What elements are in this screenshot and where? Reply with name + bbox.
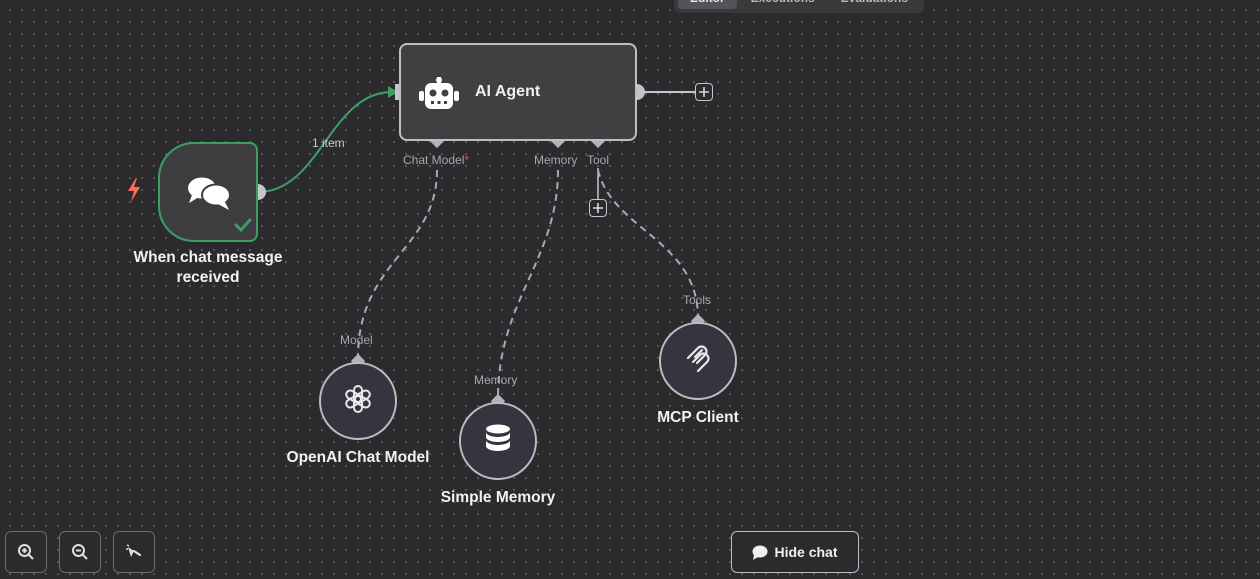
port-label-tool: Tool (587, 153, 610, 167)
mcp-client-node[interactable] (659, 322, 737, 400)
chat-model-label: Chat Model (403, 153, 465, 167)
memory-connection[interactable] (497, 169, 559, 399)
chat-bubbles-icon (187, 175, 231, 216)
main-connection[interactable] (257, 91, 393, 193)
zoom-out-button[interactable] (59, 531, 101, 573)
model-connection[interactable] (357, 169, 438, 359)
chat-icon (752, 545, 768, 560)
chat-trigger-label: When chat message received (118, 248, 298, 288)
tab-executions[interactable]: Executions (739, 0, 827, 9)
agent-input-port[interactable] (395, 84, 402, 100)
port-label-model: Model (340, 333, 373, 347)
tab-evaluations[interactable]: Evaluations (829, 0, 920, 9)
edge-item-count: 1 item (312, 136, 345, 150)
plus-icon (699, 87, 709, 97)
database-icon (484, 424, 512, 459)
add-output-button[interactable] (695, 83, 713, 101)
view-tabs: Editor Executions Evaluations (674, 0, 925, 13)
port-label-tools: Tools (683, 293, 712, 307)
mcp-client-label: MCP Client (657, 409, 739, 426)
tidy-up-button[interactable] (113, 531, 155, 573)
ai-agent-node[interactable]: AI Agent (399, 43, 637, 141)
connection-arrow (388, 86, 398, 98)
zoom-in-button[interactable] (5, 531, 47, 573)
broom-icon (126, 544, 142, 557)
openai-chat-model-node[interactable] (319, 362, 397, 440)
openai-icon (341, 382, 375, 421)
zoom-in-icon (18, 544, 34, 560)
ai-agent-title: AI Agent (475, 83, 541, 100)
success-check-icon (234, 218, 252, 237)
openai-chat-model-label: OpenAI Chat Model (286, 449, 430, 466)
chat-trigger-label-line1: When chat message (133, 249, 283, 266)
tab-editor[interactable]: Editor (678, 0, 737, 9)
port-label-chat-model: Chat Model* (403, 153, 469, 167)
required-marker: * (464, 153, 470, 167)
port-label-memory-input: Memory (474, 373, 518, 387)
robot-icon (418, 77, 460, 116)
mcp-icon (684, 344, 712, 378)
hide-chat-label: Hide chat (774, 544, 838, 560)
lightning-bolt-icon (126, 178, 142, 207)
tools-connection[interactable] (597, 169, 699, 319)
chat-trigger-label-line2: received (176, 269, 240, 286)
plus-icon (593, 203, 603, 213)
zoom-out-icon (72, 544, 88, 560)
chat-trigger-node[interactable] (158, 142, 258, 242)
simple-memory-node[interactable] (459, 402, 537, 480)
add-tool-button[interactable] (589, 199, 607, 217)
simple-memory-label: Simple Memory (440, 489, 556, 506)
port-label-memory: Memory (534, 153, 578, 167)
hide-chat-button[interactable]: Hide chat (731, 531, 859, 573)
